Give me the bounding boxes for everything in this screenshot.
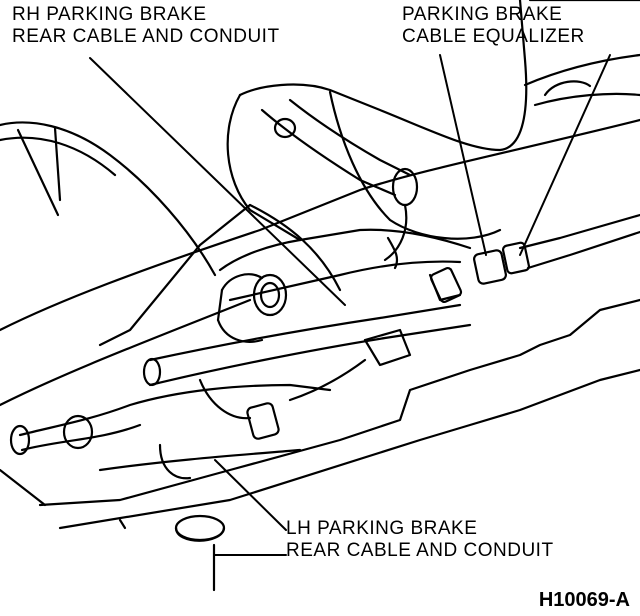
cable-equalizer-label: PARKING BRAKE CABLE EQUALIZER [402, 4, 585, 48]
lh-label-line1: LH PARKING BRAKE [286, 518, 478, 539]
figure-id: H10069-A [538, 589, 630, 611]
rh-label-line2: REAR CABLE AND CONDUIT [12, 26, 280, 47]
equalizer-label-line2: CABLE EQUALIZER [402, 26, 585, 47]
center-strut [144, 305, 470, 385]
rh-label-line1: RH PARKING BRAKE [12, 4, 207, 25]
fitting-bolt [200, 274, 286, 418]
equalizer-bracket [220, 215, 640, 303]
lower-rail [0, 300, 640, 528]
lh-cable-lower [11, 330, 410, 478]
leader-lines [90, 55, 610, 555]
wheel-arc [0, 123, 215, 275]
lh-label-line2: REAR CABLE AND CONDUIT [286, 540, 554, 561]
rh-parking-brake-label: RH PARKING BRAKE REAR CABLE AND CONDUIT [12, 4, 280, 48]
frame-body [228, 0, 640, 240]
lh-parking-brake-label: LH PARKING BRAKE REAR CABLE AND CONDUIT [286, 518, 554, 562]
bottom-mount [176, 516, 224, 590]
equalizer-label-line1: PARKING BRAKE [402, 4, 563, 25]
